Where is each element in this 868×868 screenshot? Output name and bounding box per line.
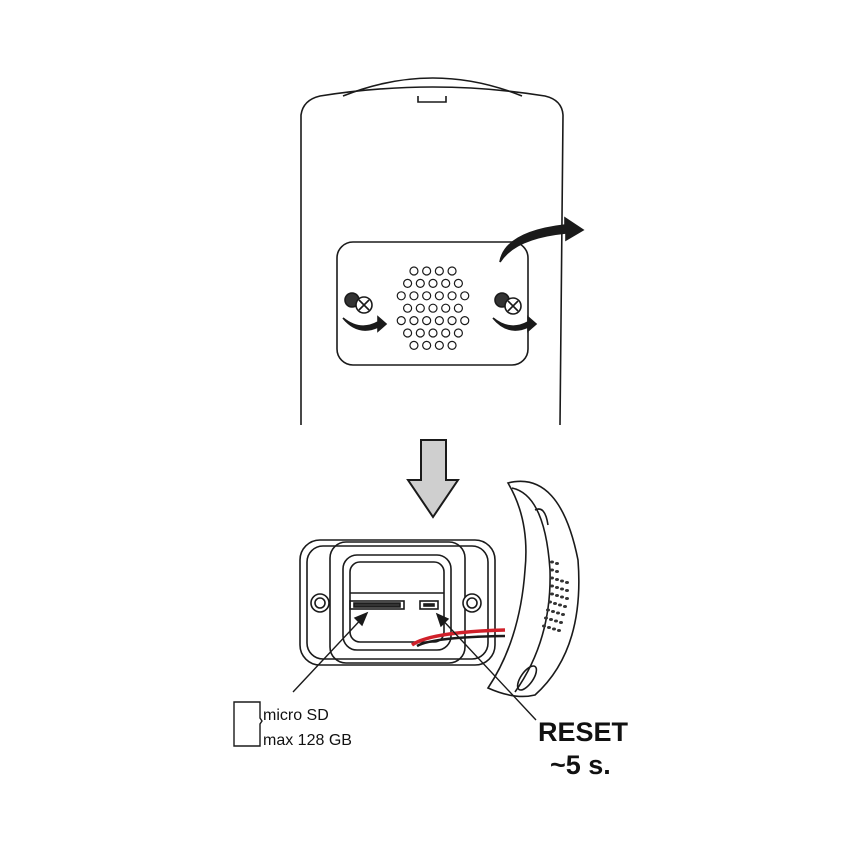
cover-hole (542, 624, 546, 628)
speaker-hole (434, 340, 444, 350)
speaker-hole (428, 278, 438, 288)
sd-capacity-label: max 128 GB (263, 732, 352, 749)
micro-sd-card-icon (233, 701, 263, 747)
speaker-hole (460, 316, 470, 326)
cover-hole (553, 602, 557, 605)
speaker-hole (447, 291, 457, 301)
cover-hole (550, 592, 554, 596)
sd-label: micro SD (263, 707, 329, 724)
cover-hole (548, 600, 552, 604)
speaker-hole (409, 316, 419, 326)
down-arrow-icon (406, 439, 460, 519)
cover-hole (555, 594, 559, 597)
speaker-hole (428, 303, 438, 313)
cover-hole (560, 579, 564, 583)
speaker-hole (422, 291, 432, 301)
speaker-hole (434, 316, 444, 326)
cover-hole (550, 560, 554, 564)
speaker-hole (447, 340, 457, 350)
speaker-hole (396, 316, 406, 326)
cover-hole (554, 619, 558, 623)
cover-hole (555, 570, 559, 573)
speaker-hole (415, 303, 425, 313)
cover-hole (555, 578, 559, 581)
cover-hole (560, 587, 564, 591)
speaker-hole (460, 291, 470, 301)
cover-grille (542, 560, 569, 632)
speaker-hole (415, 328, 425, 338)
speaker-hole (422, 316, 432, 326)
back-cover-panel (336, 241, 529, 366)
cover-hole (547, 626, 551, 629)
cover-hole (555, 562, 559, 565)
cover-hole (546, 608, 550, 612)
cover-hole (555, 586, 559, 589)
cover-hole (560, 595, 564, 599)
cover-hole (559, 621, 563, 624)
cover-hole (565, 589, 569, 592)
speaker-hole (453, 278, 463, 288)
speaker-hole (409, 340, 419, 350)
speaker-hole (447, 266, 457, 276)
cover-hole (550, 584, 554, 588)
camera-housing-open (299, 539, 496, 666)
reset-label: RESET (538, 717, 629, 747)
cover-hole (551, 610, 555, 613)
cover-hole (549, 618, 553, 621)
speaker-hole (453, 328, 463, 338)
cover-hole (550, 576, 554, 580)
cover-hole (561, 613, 565, 616)
speaker-hole (403, 303, 413, 313)
pointer-arrows (292, 611, 537, 721)
rotate-arrow-icon (492, 315, 538, 333)
speaker-hole (403, 278, 413, 288)
cover-hole (565, 581, 569, 584)
speaker-hole (441, 303, 451, 313)
reset-button (419, 600, 439, 610)
cover-hole (550, 568, 554, 572)
speaker-hole (441, 278, 451, 288)
speaker-hole (453, 303, 463, 313)
speaker-grille (396, 266, 470, 350)
speaker-hole (415, 278, 425, 288)
speaker-hole (422, 266, 432, 276)
cover-hole (552, 627, 556, 631)
speaker-hole (434, 291, 444, 301)
speaker-hole (447, 316, 457, 326)
speaker-hole (403, 328, 413, 338)
speaker-hole (428, 328, 438, 338)
micro-sd-slot (349, 600, 405, 610)
screw-icon (494, 292, 522, 315)
cover-hole (544, 616, 548, 620)
cable (410, 628, 506, 647)
cover-hole (558, 603, 562, 607)
cover-hole (557, 629, 561, 632)
rotate-arrow-icon (342, 315, 388, 333)
reset-duration-label: ~5 s. (550, 750, 611, 780)
speaker-hole (434, 266, 444, 276)
camera-body (300, 77, 564, 426)
cover-hole (565, 597, 569, 600)
cover-hole (556, 611, 560, 615)
speaker-hole (441, 328, 451, 338)
cover-hole (563, 605, 567, 608)
removed-back-cover (486, 480, 580, 698)
speaker-hole (396, 291, 406, 301)
speaker-hole (409, 266, 419, 276)
screw-icon (344, 292, 373, 314)
open-cover-arrow-icon (499, 216, 585, 263)
speaker-hole (409, 291, 419, 301)
speaker-hole (422, 340, 432, 350)
